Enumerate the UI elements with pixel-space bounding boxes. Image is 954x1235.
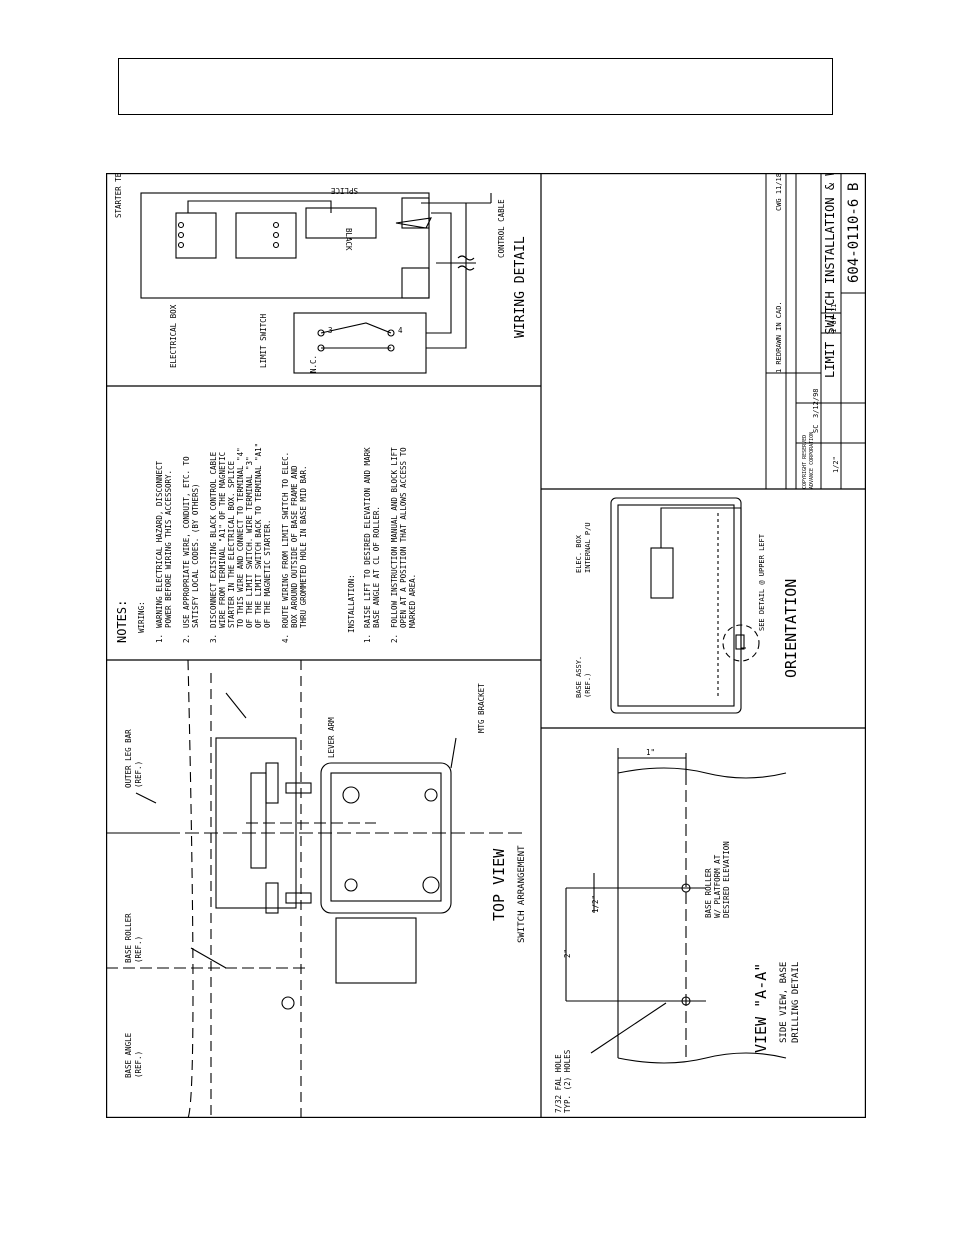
roller-note-2: W/ PLATFORM AT: [713, 854, 722, 918]
view-aa: 1" 1/2" 2" BASE ROLLER W/ PLATFORM AT DE…: [554, 748, 801, 1113]
view-aa-subtitle-1: SIDE VIEW, BASE: [779, 962, 789, 1043]
base-assy-label: BASE ASSY.: [575, 656, 583, 698]
see-detail-label: SEE DETAIL @ UPPER LEFT: [758, 533, 766, 631]
orientation-title: ORIENTATION: [782, 579, 800, 678]
terminal-4-label: 4: [398, 326, 403, 335]
wiring-note-number: 4.: [281, 634, 290, 643]
revision-text: 1 REDRAWN IN CAD.: [775, 301, 783, 373]
wiring-note-line: POWER BEFORE WIRING THIS ACCESSORY.: [164, 470, 173, 628]
lever-arm-label: LEVER ARM: [327, 717, 336, 758]
roller-note-3: DESIRED ELEVATION: [722, 841, 731, 918]
wiring-detail-title: WIRING DETAIL: [513, 236, 528, 338]
wiring-note-line: WIRE FROM TERMINAL "A1" OF THE MAGNETIC: [218, 452, 227, 628]
splice-label: SPLICE: [330, 186, 358, 195]
installation-note-line: FOLLOW INSTRUCTION MANUAL AND BLOCK LIFT: [390, 447, 399, 628]
installation-note-number: 1.: [363, 634, 372, 643]
installation-note-line: RAISE LIFT TO DESIRED ELEVATION AND MARK: [363, 447, 372, 628]
black-label: BLACK: [344, 228, 353, 251]
wiring-note-line: SATISFY LOCAL CODES. (BY OTHERS): [191, 484, 200, 629]
drawing-title: LIMIT SWITCH INSTALLATION & WIRING: [823, 173, 837, 378]
wiring-note-line: STARTER IN THE ELECTRICAL BOX. SPLICE: [227, 460, 236, 628]
installation-notes: 1. RAISE LIFT TO DESIRED ELEVATION AND MA…: [363, 447, 417, 643]
outer-leg-bar-ref: (REF.): [134, 761, 143, 788]
nc-label: N.C.: [309, 355, 318, 373]
installation-note-line: MARKED AREA.: [408, 574, 417, 628]
wiring-note-line: OF THE LIMIT SWITCH BACK TO TERMINAL "A1…: [254, 443, 263, 628]
top-view: OUTER LEG BAR (REF.) BASE ROLLER (REF.) …: [106, 659, 527, 1118]
dim-2-inch: 2": [563, 949, 572, 958]
drawing-number: 604-0110-6: [846, 199, 862, 283]
company-line-2: ADVANCE CORPORATION: [809, 432, 815, 489]
drawing-size: B: [846, 183, 862, 191]
wiring-note-number: 3.: [209, 634, 218, 643]
elec-box-label: ELEC. BOX: [575, 534, 583, 573]
svg-text:INTERNAL P/U: INTERNAL P/U: [584, 522, 592, 573]
dim-half-inch: 1/2": [591, 895, 600, 913]
starter-terminal-label: STARTER TERMINAL A1: [114, 173, 123, 218]
view-aa-title: VIEW "A-A": [752, 963, 770, 1053]
installation-heading: INSTALLATION:: [347, 574, 356, 633]
wiring-note-line: ROUTE WIRING FROM LIMIT SWITCH TO ELEC.: [281, 452, 290, 628]
wiring-note-line: OF THE MAGNETIC STARTER.: [263, 520, 272, 628]
wiring-note-line: USE APPROPRIATE WIRE, CONDUIT, ETC. TO: [182, 456, 191, 628]
wiring-note-line: WARNING ELECTRICAL HAZARD, DISCONNECT: [155, 460, 164, 628]
wiring-note-line: BOX AROUND OUTSIDE OF BASE FRAME AND: [290, 465, 299, 628]
base-assy-ref: (REF.): [584, 673, 592, 698]
wiring-note-line: DISCONNECT EXISTING BLACK CONTROL CABLE: [209, 451, 218, 628]
svg-text:(REF.): (REF.): [134, 1051, 143, 1078]
mtg-bracket-label: MTG BRACKET: [477, 683, 486, 733]
title-block: 1 REDRAWN IN CAD. CWG 11/18/00 1 of 1 1 …: [765, 173, 866, 490]
limit-switch-label: LIMIT SWITCH: [259, 313, 268, 368]
rev-number: 1: [830, 304, 838, 308]
wiring-detail: STARTER TERMINAL A1 ELECTRICAL BOX LIMIT…: [114, 173, 528, 374]
top-view-title: TOP VIEW: [490, 848, 508, 921]
base-roller-ref: (REF.): [134, 936, 143, 963]
hole-note-2: TYP. (2) HOLES: [563, 1049, 572, 1113]
base-angle-ref: (REF.): [134, 1051, 143, 1078]
installation-note-line: BASE ANGLE AT CL OF ROLLER.: [372, 506, 381, 628]
electrical-box-label: ELECTRICAL BOX: [169, 304, 178, 368]
scale-value: 1/2": [832, 456, 840, 473]
svg-text:(REF.): (REF.): [134, 761, 143, 788]
elec-box-sub: INTERNAL P/U: [584, 522, 592, 573]
svg-text:(REF.): (REF.): [584, 673, 592, 698]
wiring-note-number: 2.: [182, 634, 191, 643]
view-aa-subtitle-2: DRILLING DETAIL: [791, 962, 801, 1043]
dim-1-inch: 1": [646, 748, 655, 757]
notes-section: NOTES: WIRING: 1. WARNING ELECTRICAL HAZA…: [115, 443, 417, 643]
base-roller-label: BASE ROLLER: [124, 913, 133, 963]
header-box: [118, 58, 833, 115]
control-cable-label: CONTROL CABLE: [497, 199, 506, 258]
roller-note-1: BASE ROLLER: [704, 868, 713, 918]
svg-text:(REF.): (REF.): [134, 936, 143, 963]
terminal-3-label: 3: [328, 326, 333, 335]
wiring-note-number: 1.: [155, 634, 164, 643]
top-view-subtitle: SWITCH ARRANGEMENT: [517, 845, 527, 943]
base-angle-label: BASE ANGLE: [124, 1032, 133, 1078]
wiring-note-line: THRU GROMMETED HOLE IN BASE MID BAR.: [299, 465, 308, 628]
hole-note-1: 7/32 FAL HOLE: [554, 1054, 563, 1113]
wiring-heading: WIRING:: [137, 601, 146, 633]
notes-title: NOTES:: [115, 600, 129, 643]
company-line-1: COPYRIGHT RESERVED: [802, 435, 808, 489]
revision-initials: CWG 11/18/00: [775, 173, 783, 211]
wiring-note-line: TO THIS WIRE AND CONNECT TO TERMINAL "4": [236, 447, 245, 628]
drawn-by: SC: [812, 425, 820, 433]
outer-leg-bar-label: OUTER LEG BAR: [124, 729, 133, 788]
sheet-number: 1 of 1: [830, 308, 838, 333]
installation-note-number: 2.: [390, 634, 399, 643]
drawing-sheet: STARTER TERMINAL A1 ELECTRICAL BOX LIMIT…: [106, 173, 866, 1118]
installation-note-line: OPEN AT A POSITION THAT ALLOWS ACCESS TO: [399, 447, 408, 628]
orientation-view: BASE ASSY. (REF.) ELEC. BOX INTERNAL P/U…: [575, 497, 800, 714]
wiring-note-line: OF THE LIMIT SWITCH. WIRE TERMINAL "3": [245, 456, 254, 628]
drawn-date: 3/12/98: [812, 388, 820, 418]
